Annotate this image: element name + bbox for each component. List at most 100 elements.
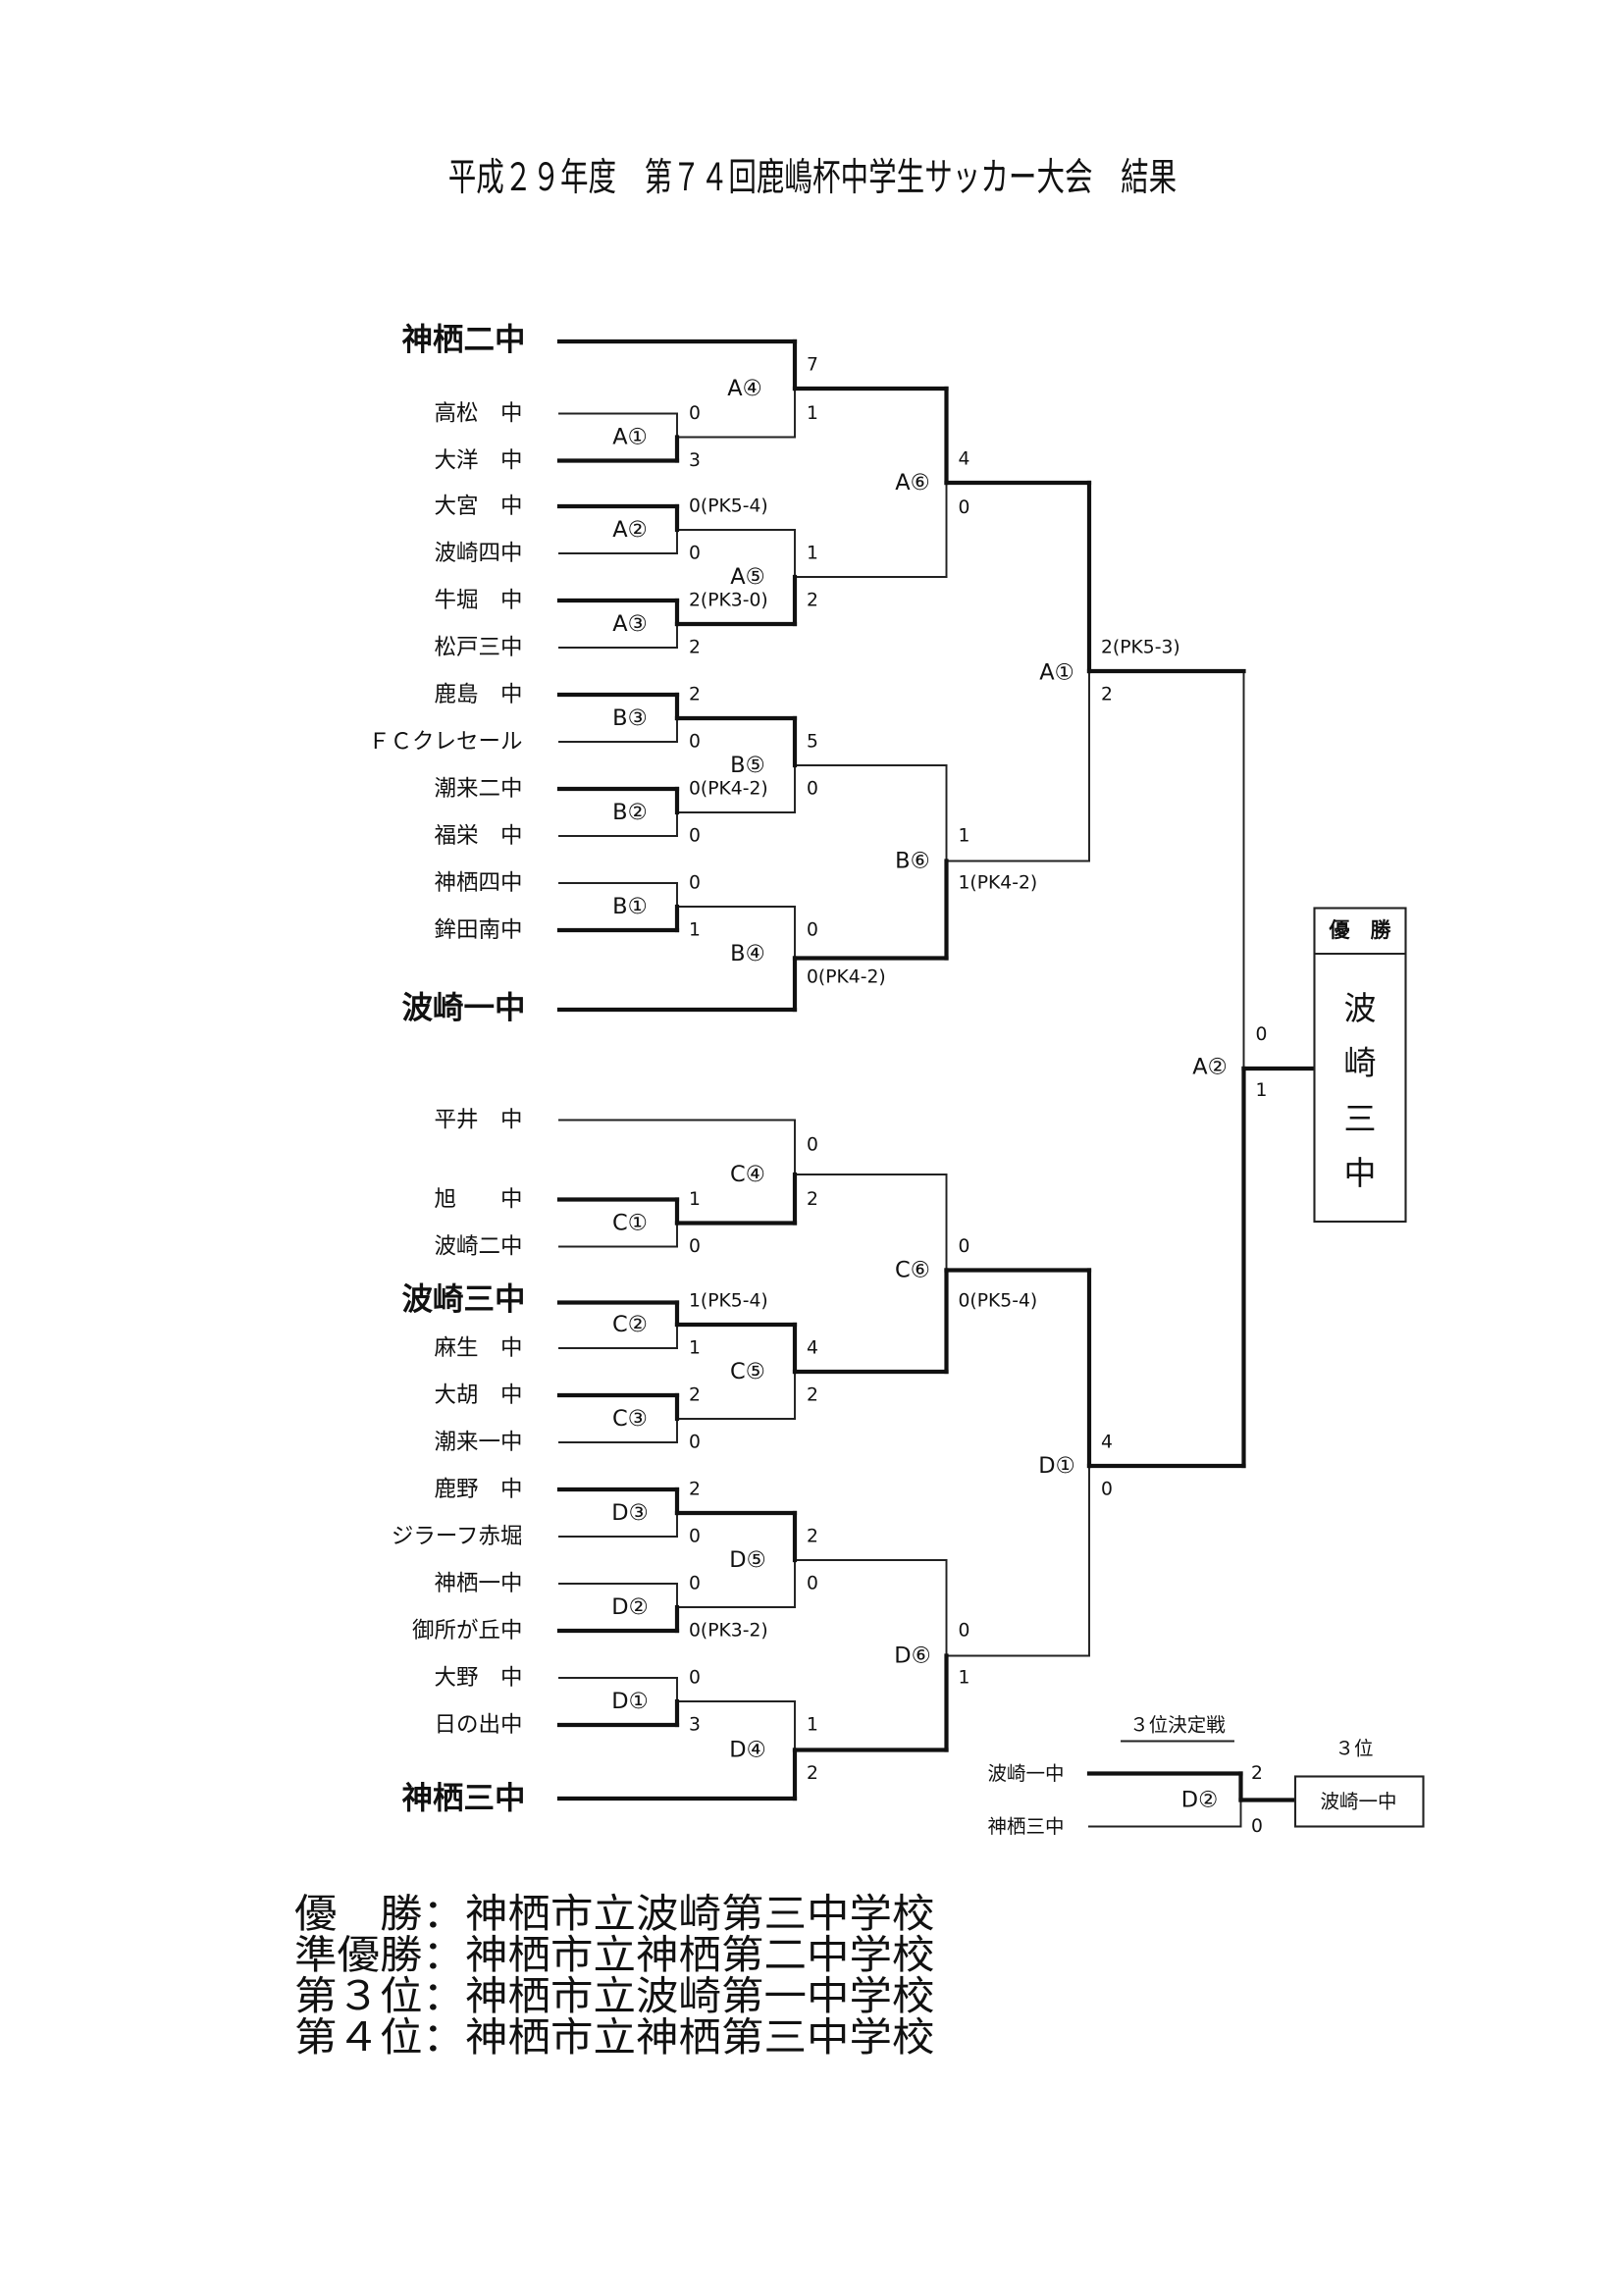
result-line: 準優勝：神栖市立神栖第二中学校 [294, 1931, 934, 1978]
match-score: 0 [689, 1432, 701, 1452]
match-label: B① [612, 894, 648, 919]
match-score: 5 [807, 732, 818, 753]
match-label: B⑤ [730, 753, 765, 778]
match-score: 2 [689, 1384, 701, 1405]
match-score: 1 [807, 403, 818, 424]
team-name: 神栖四中 [435, 870, 523, 896]
team-name: 大宮 中 [435, 494, 523, 519]
third-place-title: ３位決定戦 [1129, 1713, 1226, 1736]
result-line: 優 勝：神栖市立波崎第三中学校 [294, 1890, 934, 1937]
match-label: D④ [729, 1737, 765, 1762]
team-name: 波崎三中 [402, 1281, 526, 1317]
team-name: 麻生 中 [435, 1335, 523, 1361]
match-label: C③ [612, 1406, 648, 1432]
team-name: 潮来一中 [435, 1430, 523, 1455]
match-score: 0 [958, 1236, 969, 1257]
match-score: 3 [689, 450, 701, 471]
match-score: 0 [689, 544, 701, 564]
match-label: A③ [612, 611, 648, 637]
match-label: D② [1181, 1787, 1218, 1812]
team-name: 鹿野 中 [435, 1477, 523, 1502]
match-score: 0 [807, 1573, 818, 1593]
result-line: 第３位：神栖市立波崎第一中学校 [294, 1972, 934, 2019]
team-name: 大野 中 [435, 1665, 523, 1691]
match-score: 0 [689, 826, 701, 847]
match-score: 2(PK5-3) [1101, 638, 1180, 658]
result-line: 第４位：神栖市立神栖第三中学校 [294, 2013, 934, 2061]
team-name: 高松 中 [435, 401, 523, 427]
match-score: 0 [689, 1573, 701, 1593]
match-score: 1 [689, 1337, 701, 1358]
match-score: 2 [1251, 1763, 1263, 1784]
match-labels: A① A② A③ A④ A⑤ A⑥ B③ B② B① B⑤ B④ B⑥ A① A… [611, 376, 1228, 1762]
match-score: 1 [1255, 1080, 1267, 1101]
match-score: 0(PK3-2) [689, 1620, 768, 1641]
match-label: C⑥ [895, 1257, 930, 1282]
match-label: A④ [727, 376, 762, 401]
match-score: 0 [689, 873, 701, 894]
match-label: C⑤ [730, 1359, 765, 1384]
match-score: 2 [807, 1526, 818, 1546]
match-label: B③ [612, 705, 648, 731]
upper-teams: 神栖二中 高松 中 大洋 中 大宮 中 波崎四中 牛堀 中 松戸三中 鹿島 中 … [368, 323, 525, 1026]
match-score: 2 [807, 1189, 818, 1210]
team-name: 鉾田南中 [435, 917, 523, 943]
team-name: 日の出中 [435, 1712, 523, 1738]
match-scores: 0 3 0(PK5-4) 0 2(PK3-0) 2 7 1 1 2 4 0 2 … [689, 355, 1267, 1784]
match-score: 0(PK4-2) [689, 779, 768, 800]
match-score: 0 [689, 1526, 701, 1546]
champion-header: 優 勝 [1329, 918, 1392, 942]
team-name: 松戸三中 [435, 635, 523, 660]
match-label: A② [612, 517, 648, 543]
match-score: 0 [1255, 1024, 1267, 1045]
match-score: 2 [807, 1763, 818, 1784]
match-label: B⑥ [895, 849, 930, 874]
match-score: 2 [1101, 685, 1113, 705]
team-name: 神栖一中 [435, 1571, 523, 1596]
match-label: B② [612, 800, 648, 825]
team-name: 波崎四中 [435, 541, 523, 566]
match-label: D③ [611, 1500, 648, 1526]
match-score: 7 [807, 355, 818, 376]
match-score: 2 [689, 1479, 701, 1499]
match-score: 0 [958, 1620, 969, 1641]
match-score: 1(PK4-2) [958, 873, 1037, 894]
third-place-header: ３位 [1335, 1737, 1374, 1759]
team-name: ＦＣクレセール [368, 729, 522, 755]
team-name: 御所が丘中 [412, 1618, 522, 1644]
champion-name-char: 波 [1344, 989, 1377, 1027]
page-title: 平成２９年度 第７４回鹿嶋杯中学生サッカー大会 結果 [448, 156, 1177, 200]
team-name: 神栖三中 [402, 1781, 526, 1816]
match-label: A① [1039, 660, 1074, 686]
team-name: 大洋 中 [435, 448, 523, 474]
match-score: 0 [807, 779, 818, 800]
lower-teams: 平井 中 旭 中 波崎二中 波崎三中 麻生 中 大胡 中 潮来一中 鹿野 中 ジ… [392, 1108, 526, 1816]
match-label: A② [1192, 1055, 1228, 1080]
match-score: 4 [958, 449, 969, 470]
match-score: 0 [958, 497, 969, 518]
match-label: B④ [730, 941, 765, 966]
match-score: 1 [958, 826, 969, 847]
match-score: 2 [807, 591, 818, 611]
match-label: D⑤ [729, 1547, 765, 1573]
match-label: A① [612, 425, 648, 450]
team-name: 牛堀 中 [435, 588, 523, 613]
match-label: C① [612, 1210, 648, 1235]
team-name: 潮来二中 [435, 776, 523, 802]
team-name: 鹿島 中 [435, 682, 523, 707]
team-name: 大胡 中 [435, 1383, 523, 1408]
champion-box [1313, 907, 1407, 1224]
match-label: C④ [730, 1162, 765, 1187]
match-label: D① [1038, 1453, 1074, 1479]
match-label: A⑥ [895, 470, 930, 496]
match-score: 4 [1101, 1432, 1113, 1452]
match-score: 0 [689, 1667, 701, 1688]
team-name: 波崎一中 [988, 1762, 1065, 1785]
match-score: 0 [689, 403, 701, 424]
champion-name-char: 崎 [1344, 1044, 1377, 1082]
match-score: 0(PK5-4) [958, 1290, 1037, 1311]
champion-name-char: 中 [1344, 1154, 1377, 1192]
team-name: 神栖三中 [988, 1815, 1065, 1838]
match-score: 0 [1101, 1479, 1113, 1499]
match-label: A⑤ [730, 564, 765, 590]
